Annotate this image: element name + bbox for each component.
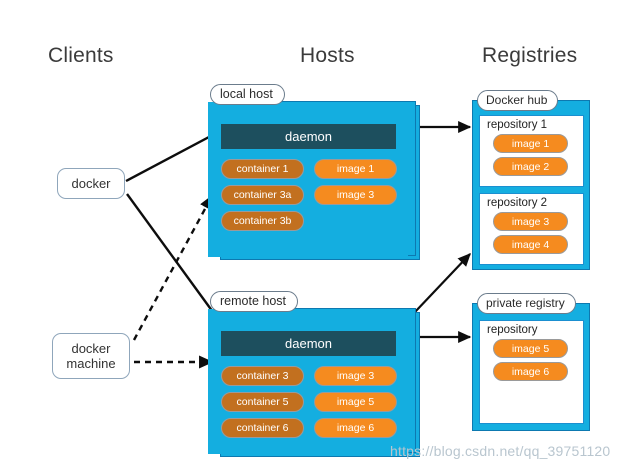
registry-label-docker-hub: Docker hub bbox=[477, 90, 559, 111]
host-local[interactable]: daemon container 1 image 1 container 3a … bbox=[208, 84, 430, 265]
container-pill[interactable]: container 6 bbox=[221, 418, 304, 438]
client-docker[interactable]: docker bbox=[57, 168, 125, 199]
container-pill[interactable]: container 3a bbox=[221, 185, 304, 205]
image-pill[interactable]: image 1 bbox=[314, 159, 397, 179]
container-pill[interactable]: container 3 bbox=[221, 366, 304, 386]
image-pill[interactable]: image 3 bbox=[314, 366, 397, 386]
image-pill[interactable]: image 2 bbox=[493, 157, 568, 176]
host-label-remote: remote host bbox=[210, 291, 299, 312]
container-pill[interactable]: container 5 bbox=[221, 392, 304, 412]
image-pill[interactable]: image 5 bbox=[493, 339, 568, 358]
column-heading-registries: Registries bbox=[482, 44, 578, 67]
repository-1[interactable]: repository 1 image 1 image 2 bbox=[479, 115, 584, 187]
host-row: container 5 image 5 bbox=[221, 392, 397, 412]
image-pill[interactable]: image 6 bbox=[493, 362, 568, 381]
remote-host-pill-grid: container 3 image 3 container 5 image 5 … bbox=[221, 366, 397, 444]
repository-2[interactable]: repository 2 image 3 image 4 bbox=[479, 193, 584, 265]
column-heading-clients: Clients bbox=[48, 44, 114, 67]
local-host-pill-grid: container 1 image 1 container 3a image 3… bbox=[221, 159, 397, 237]
image-pill[interactable]: image 6 bbox=[314, 418, 397, 438]
repository-title: repository bbox=[487, 324, 538, 336]
client-docker-machine-label: docker machine bbox=[66, 340, 116, 371]
repository-images: image 1 image 2 bbox=[487, 134, 583, 176]
arrow-docker-machine-to-local-host bbox=[132, 194, 214, 341]
empty-slot bbox=[314, 211, 397, 231]
image-pill[interactable]: image 3 bbox=[314, 185, 397, 205]
client-docker-machine[interactable]: docker machine bbox=[52, 333, 130, 379]
container-pill[interactable]: container 1 bbox=[221, 159, 304, 179]
registry-private[interactable]: private registry repository image 5 imag… bbox=[472, 293, 590, 431]
container-pill[interactable]: container 3b bbox=[221, 211, 304, 231]
repository-images: image 3 image 4 bbox=[487, 212, 583, 254]
host-row: container 3 image 3 bbox=[221, 366, 397, 386]
host-row: container 3a image 3 bbox=[221, 185, 397, 205]
image-pill[interactable]: image 5 bbox=[314, 392, 397, 412]
host-row: container 6 image 6 bbox=[221, 418, 397, 438]
host-remote[interactable]: daemon container 3 image 3 container 5 i… bbox=[208, 291, 430, 462]
host-row: container 1 image 1 bbox=[221, 159, 397, 179]
host-card-remote: daemon container 3 image 3 container 5 i… bbox=[208, 309, 408, 454]
host-card-local: daemon container 1 image 1 container 3a … bbox=[208, 102, 408, 257]
repository-title: repository 2 bbox=[487, 197, 548, 209]
image-pill[interactable]: image 4 bbox=[493, 235, 568, 254]
daemon-local[interactable]: daemon bbox=[221, 124, 396, 149]
registry-docker-hub[interactable]: Docker hub repository 1 image 1 image 2 … bbox=[472, 90, 590, 270]
repository-images: image 5 image 6 bbox=[487, 339, 583, 381]
watermark: https://blog.csdn.net/qq_39751120 bbox=[390, 443, 611, 459]
image-pill[interactable]: image 1 bbox=[493, 134, 568, 153]
host-label-local: local host bbox=[210, 84, 285, 105]
registry-label-private: private registry bbox=[477, 293, 576, 314]
image-pill[interactable]: image 3 bbox=[493, 212, 568, 231]
column-heading-hosts: Hosts bbox=[300, 44, 355, 67]
repository-private[interactable]: repository image 5 image 6 bbox=[479, 320, 584, 424]
daemon-remote[interactable]: daemon bbox=[221, 331, 396, 356]
repository-title: repository 1 bbox=[487, 119, 548, 131]
host-row: container 3b bbox=[221, 211, 397, 231]
